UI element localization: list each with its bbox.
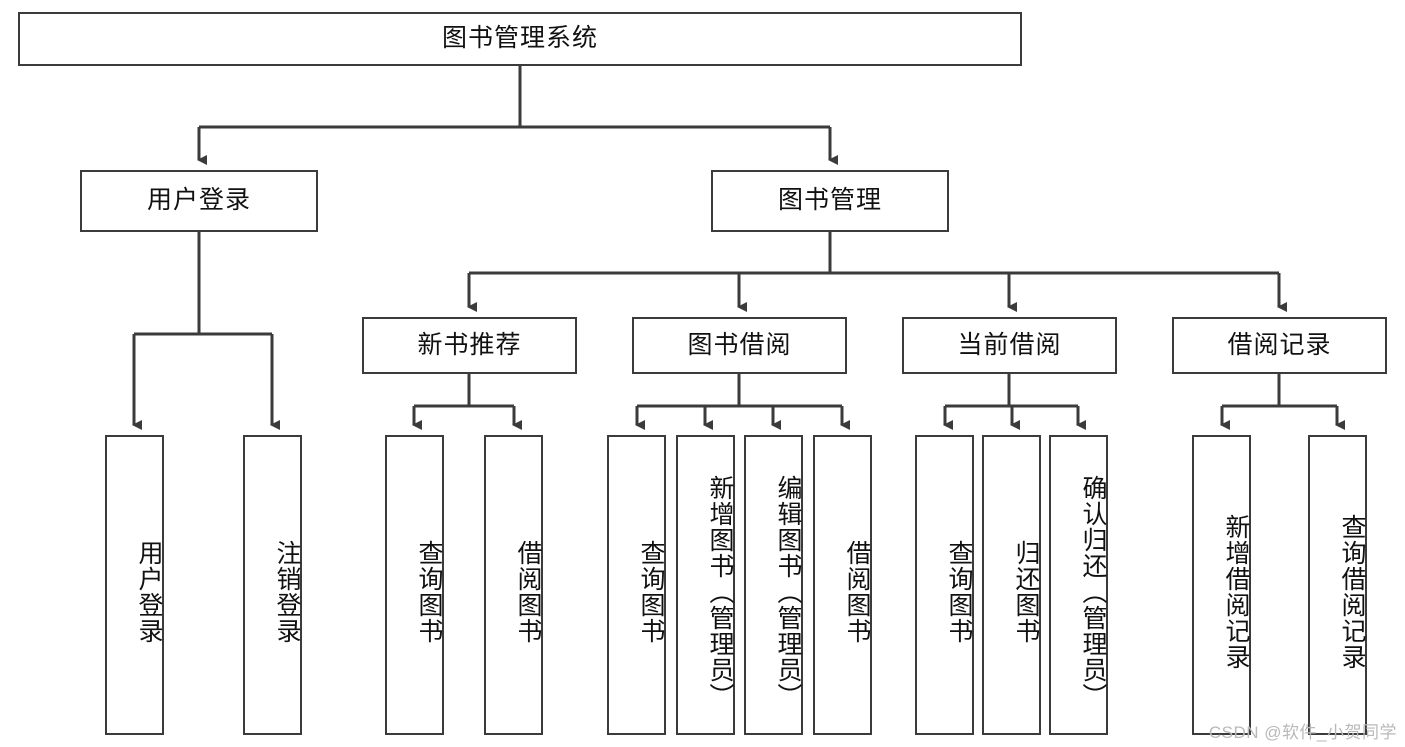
node-user-login[interactable]: 用户登录: [80, 170, 318, 232]
leaf-borrow-borrow-book[interactable]: 借阅图书: [813, 435, 872, 735]
node-label: 图书管理: [777, 186, 882, 215]
leaf-borrow-edit-book-admin[interactable]: 编辑图书（管理员）: [744, 435, 803, 735]
node-label: 归还图书: [1012, 540, 1040, 644]
node-label: 查询图书: [637, 540, 665, 644]
leaf-record-query-record[interactable]: 查询借阅记录: [1308, 435, 1367, 735]
node-label: 注销登录: [273, 540, 301, 644]
leaf-current-return-book[interactable]: 归还图书: [982, 435, 1041, 735]
node-label: 图书管理系统: [441, 24, 598, 53]
leaf-new-book-borrow[interactable]: 借阅图书: [484, 435, 543, 735]
csdn-watermark: CSDN @软件_小贺同学: [1208, 723, 1397, 742]
node-current-borrow[interactable]: 当前借阅: [902, 317, 1117, 374]
node-root-book-management-system[interactable]: 图书管理系统: [18, 12, 1022, 66]
node-label: 查询图书: [415, 540, 443, 644]
leaf-new-book-query[interactable]: 查询图书: [385, 435, 444, 735]
node-label: 借阅图书: [514, 540, 542, 644]
leaf-user-login-logout[interactable]: 注销登录: [243, 435, 302, 735]
leaf-borrow-add-book-admin[interactable]: 新增图书（管理员）: [676, 435, 735, 735]
node-new-book-recommend[interactable]: 新书推荐: [362, 317, 577, 374]
node-label: 用户登录: [146, 186, 251, 215]
node-label: 查询借阅记录: [1338, 514, 1366, 670]
leaf-current-query-book[interactable]: 查询图书: [915, 435, 974, 735]
node-label: 用户登录: [135, 540, 163, 644]
node-label: 查询图书: [945, 540, 973, 644]
leaf-record-add-record[interactable]: 新增借阅记录: [1192, 435, 1251, 735]
node-label: 借阅记录: [1227, 330, 1332, 359]
leaf-user-login-login[interactable]: 用户登录: [105, 435, 164, 735]
node-label: 编辑图书（管理员）: [774, 475, 802, 709]
node-label: 借阅图书: [843, 540, 871, 644]
node-borrow-record[interactable]: 借阅记录: [1172, 317, 1387, 374]
node-label: 确认归还（管理员）: [1079, 475, 1107, 709]
leaf-current-confirm-return-admin[interactable]: 确认归还（管理员）: [1049, 435, 1108, 735]
node-label: 新增借阅记录: [1222, 514, 1250, 670]
node-book-borrow[interactable]: 图书借阅: [632, 317, 847, 374]
node-book-management[interactable]: 图书管理: [711, 170, 949, 232]
node-label: 当前借阅: [957, 330, 1062, 359]
node-label: 图书借阅: [687, 330, 792, 359]
node-label: 新书推荐: [417, 330, 522, 359]
node-label: 新增图书（管理员）: [706, 475, 734, 709]
leaf-borrow-query-book[interactable]: 查询图书: [607, 435, 666, 735]
